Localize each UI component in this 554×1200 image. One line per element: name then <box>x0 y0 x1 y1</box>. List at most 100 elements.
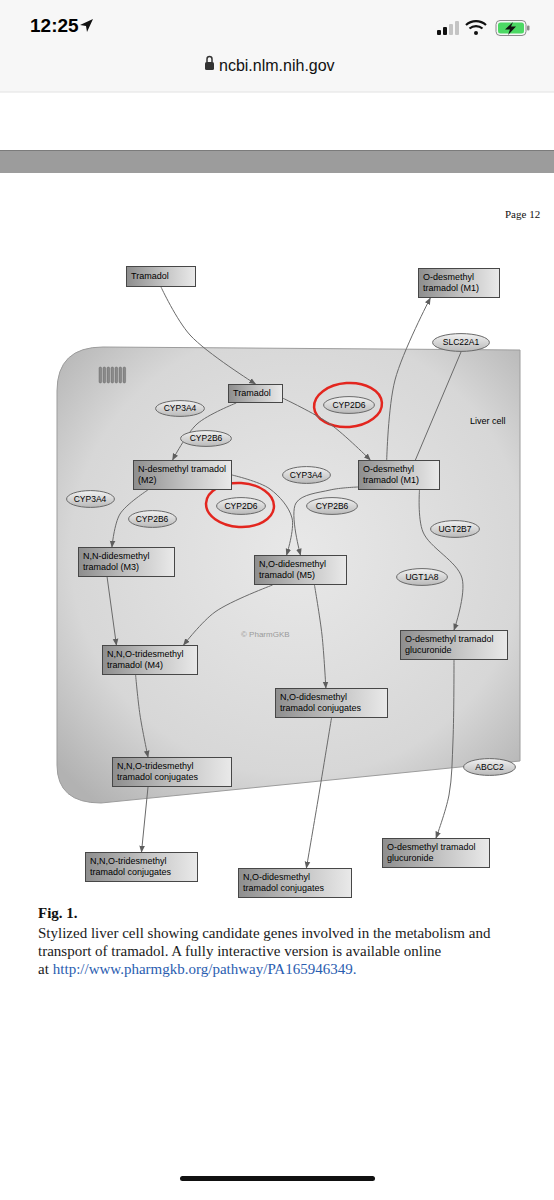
node-text: Tramadol <box>233 388 278 399</box>
caption-block: Stylized liver cell showing candidate ge… <box>38 924 534 978</box>
node-text: O-desmethyl tramadol glucuronide <box>405 634 503 655</box>
channel-stripe <box>99 367 102 383</box>
pathway-arrow <box>173 403 237 460</box>
gene-ellipse-shape <box>397 569 448 586</box>
metabolite-box: O-desmethyl tramadol glucuronide <box>382 838 490 868</box>
url-link: http://www.pharmgkb.org/pathway/PA165946… <box>53 961 357 977</box>
watermark: © PharmGKB <box>241 630 290 639</box>
cell-membrane <box>57 347 520 803</box>
node-text: UGT2B7 <box>438 524 471 534</box>
gene-ellipse: UGT2B7 <box>430 520 480 538</box>
gene-ellipse: CYP2B6 <box>306 497 358 515</box>
gene-ellipse: SLC22A1 <box>432 333 490 352</box>
node-text: N,N-didesmethyl tramadol (M3) <box>83 551 170 572</box>
label-holder: Page 12 <box>505 204 540 222</box>
metabolite-box: O-desmethyl tramadol (M1) <box>418 268 500 298</box>
metabolite-box: N-desmethyl tramadol (M2) <box>133 460 232 490</box>
channel-stripe <box>107 367 110 383</box>
pathway-arrow <box>306 718 331 868</box>
gene-ellipse: CYP2B6 <box>180 430 232 447</box>
metabolite-box: O-desmethyl tramadol glucuronide <box>400 630 508 660</box>
node-text: CYP2D6 <box>332 400 365 410</box>
node-text: CYP2D6 <box>224 501 257 511</box>
metabolite-box: N,O-didesmethyl tramadol conjugates <box>238 868 352 898</box>
gene-ellipse-shape <box>156 401 205 417</box>
label-holder: © PharmGKB <box>241 623 290 641</box>
channel-stripe <box>119 367 122 383</box>
battery-outline <box>496 21 526 36</box>
node-text: Tramadol <box>131 271 191 282</box>
pathway-arrow <box>415 352 461 460</box>
gene-ellipse: CYP3A4 <box>155 400 205 417</box>
node-text: CYP3A4 <box>290 470 323 480</box>
pathway-arrow <box>142 787 149 852</box>
signal-bar <box>443 27 447 35</box>
page-header-band <box>0 150 554 173</box>
metabolite-box: N,O-didesmethyl tramadol conjugates <box>275 688 388 718</box>
metabolite-box: O-desmethyl tramadol (M1) <box>358 460 440 490</box>
node-text: O-desmethyl tramadol glucuronide <box>387 842 485 863</box>
signal-bar <box>455 21 459 35</box>
band-edge <box>0 150 554 151</box>
gene-ellipse-shape <box>464 759 516 776</box>
home-indicator <box>180 1176 375 1181</box>
node-text: O-desmethyl tramadol (M1) <box>423 272 495 293</box>
lock-icon <box>205 62 214 70</box>
pathway-arrow <box>387 298 431 460</box>
channel-stripe <box>103 367 106 383</box>
node-text: CYP2B6 <box>136 514 169 524</box>
pathway-arrow <box>283 398 370 460</box>
gene-ellipse-shape <box>217 498 266 515</box>
wifi-dot <box>474 31 478 35</box>
gene-ellipse-shape <box>181 431 232 447</box>
node-text: N,N,O-tridesmethyl tramadol (M4) <box>107 649 193 670</box>
node-text: N,O-didesmethyl tramadol conjugates <box>243 872 347 893</box>
metabolite-box: Tramadol <box>228 384 283 403</box>
wifi-arc <box>466 21 486 25</box>
node-text: CYP3A4 <box>74 494 107 504</box>
gene-ellipse: CYP3A4 <box>66 490 115 508</box>
gene-ellipse: CYP2B6 <box>128 510 177 528</box>
charging-bolt <box>505 22 516 35</box>
gene-ellipse-shape <box>431 521 480 538</box>
metabolite-box: N,O-didesmethyl tramadol (M5) <box>254 555 347 585</box>
liver-cell: Liver cellTramadolCYP3A4CYP2D6CYP2B6N-de… <box>55 345 520 805</box>
gene-ellipse-shape <box>433 334 490 352</box>
gene-ellipse: CYP2D6 <box>216 497 266 515</box>
status-time: 12:25 <box>30 15 79 36</box>
channel-stripe <box>111 367 114 383</box>
pathway-arrow <box>136 675 148 757</box>
node-text: N,O-didesmethyl tramadol conjugates <box>280 692 383 713</box>
metabolite-box: Tramadol <box>126 266 196 287</box>
metabolite-box: N,N,O-tridesmethyl tramadol conjugates <box>112 757 232 787</box>
pathway-arrow <box>436 660 454 838</box>
node-text: CYP3A4 <box>164 403 197 413</box>
membrane-channel <box>99 367 126 383</box>
channel-stripe <box>123 367 126 383</box>
node-text: SLC22A1 <box>443 337 479 347</box>
node-text: N,N,O-tridesmethyl tramadol conjugates <box>90 856 193 877</box>
red-circle <box>205 481 275 528</box>
pathway-arrow <box>232 475 293 555</box>
node-text: UGT1A8 <box>405 572 438 582</box>
battery-nub <box>527 26 530 31</box>
location-icon <box>80 19 93 32</box>
metabolite-box: N,N-didesmethyl tramadol (M3) <box>78 547 175 577</box>
node-text: N,N,O-tridesmethyl tramadol conjugates <box>117 761 227 782</box>
gene-ellipse-shape <box>307 498 358 515</box>
node-text: CYP2B6 <box>316 501 349 511</box>
pathway-arrow <box>294 487 358 555</box>
signal-bar <box>449 24 453 35</box>
browser-bar <box>0 0 554 92</box>
lock-shackle <box>207 57 212 63</box>
pathway-arrow <box>112 490 148 547</box>
gene-ellipse: CYP2D6 <box>323 396 375 414</box>
node-text: ABCC2 <box>475 762 503 772</box>
label-holder: ncbi.nlm.nih.gov <box>219 57 335 75</box>
pathway-arrow <box>419 490 463 630</box>
metabolite-box: N,N,O-tridesmethyl tramadol (M4) <box>102 645 198 675</box>
gene-ellipse-shape <box>282 467 330 484</box>
